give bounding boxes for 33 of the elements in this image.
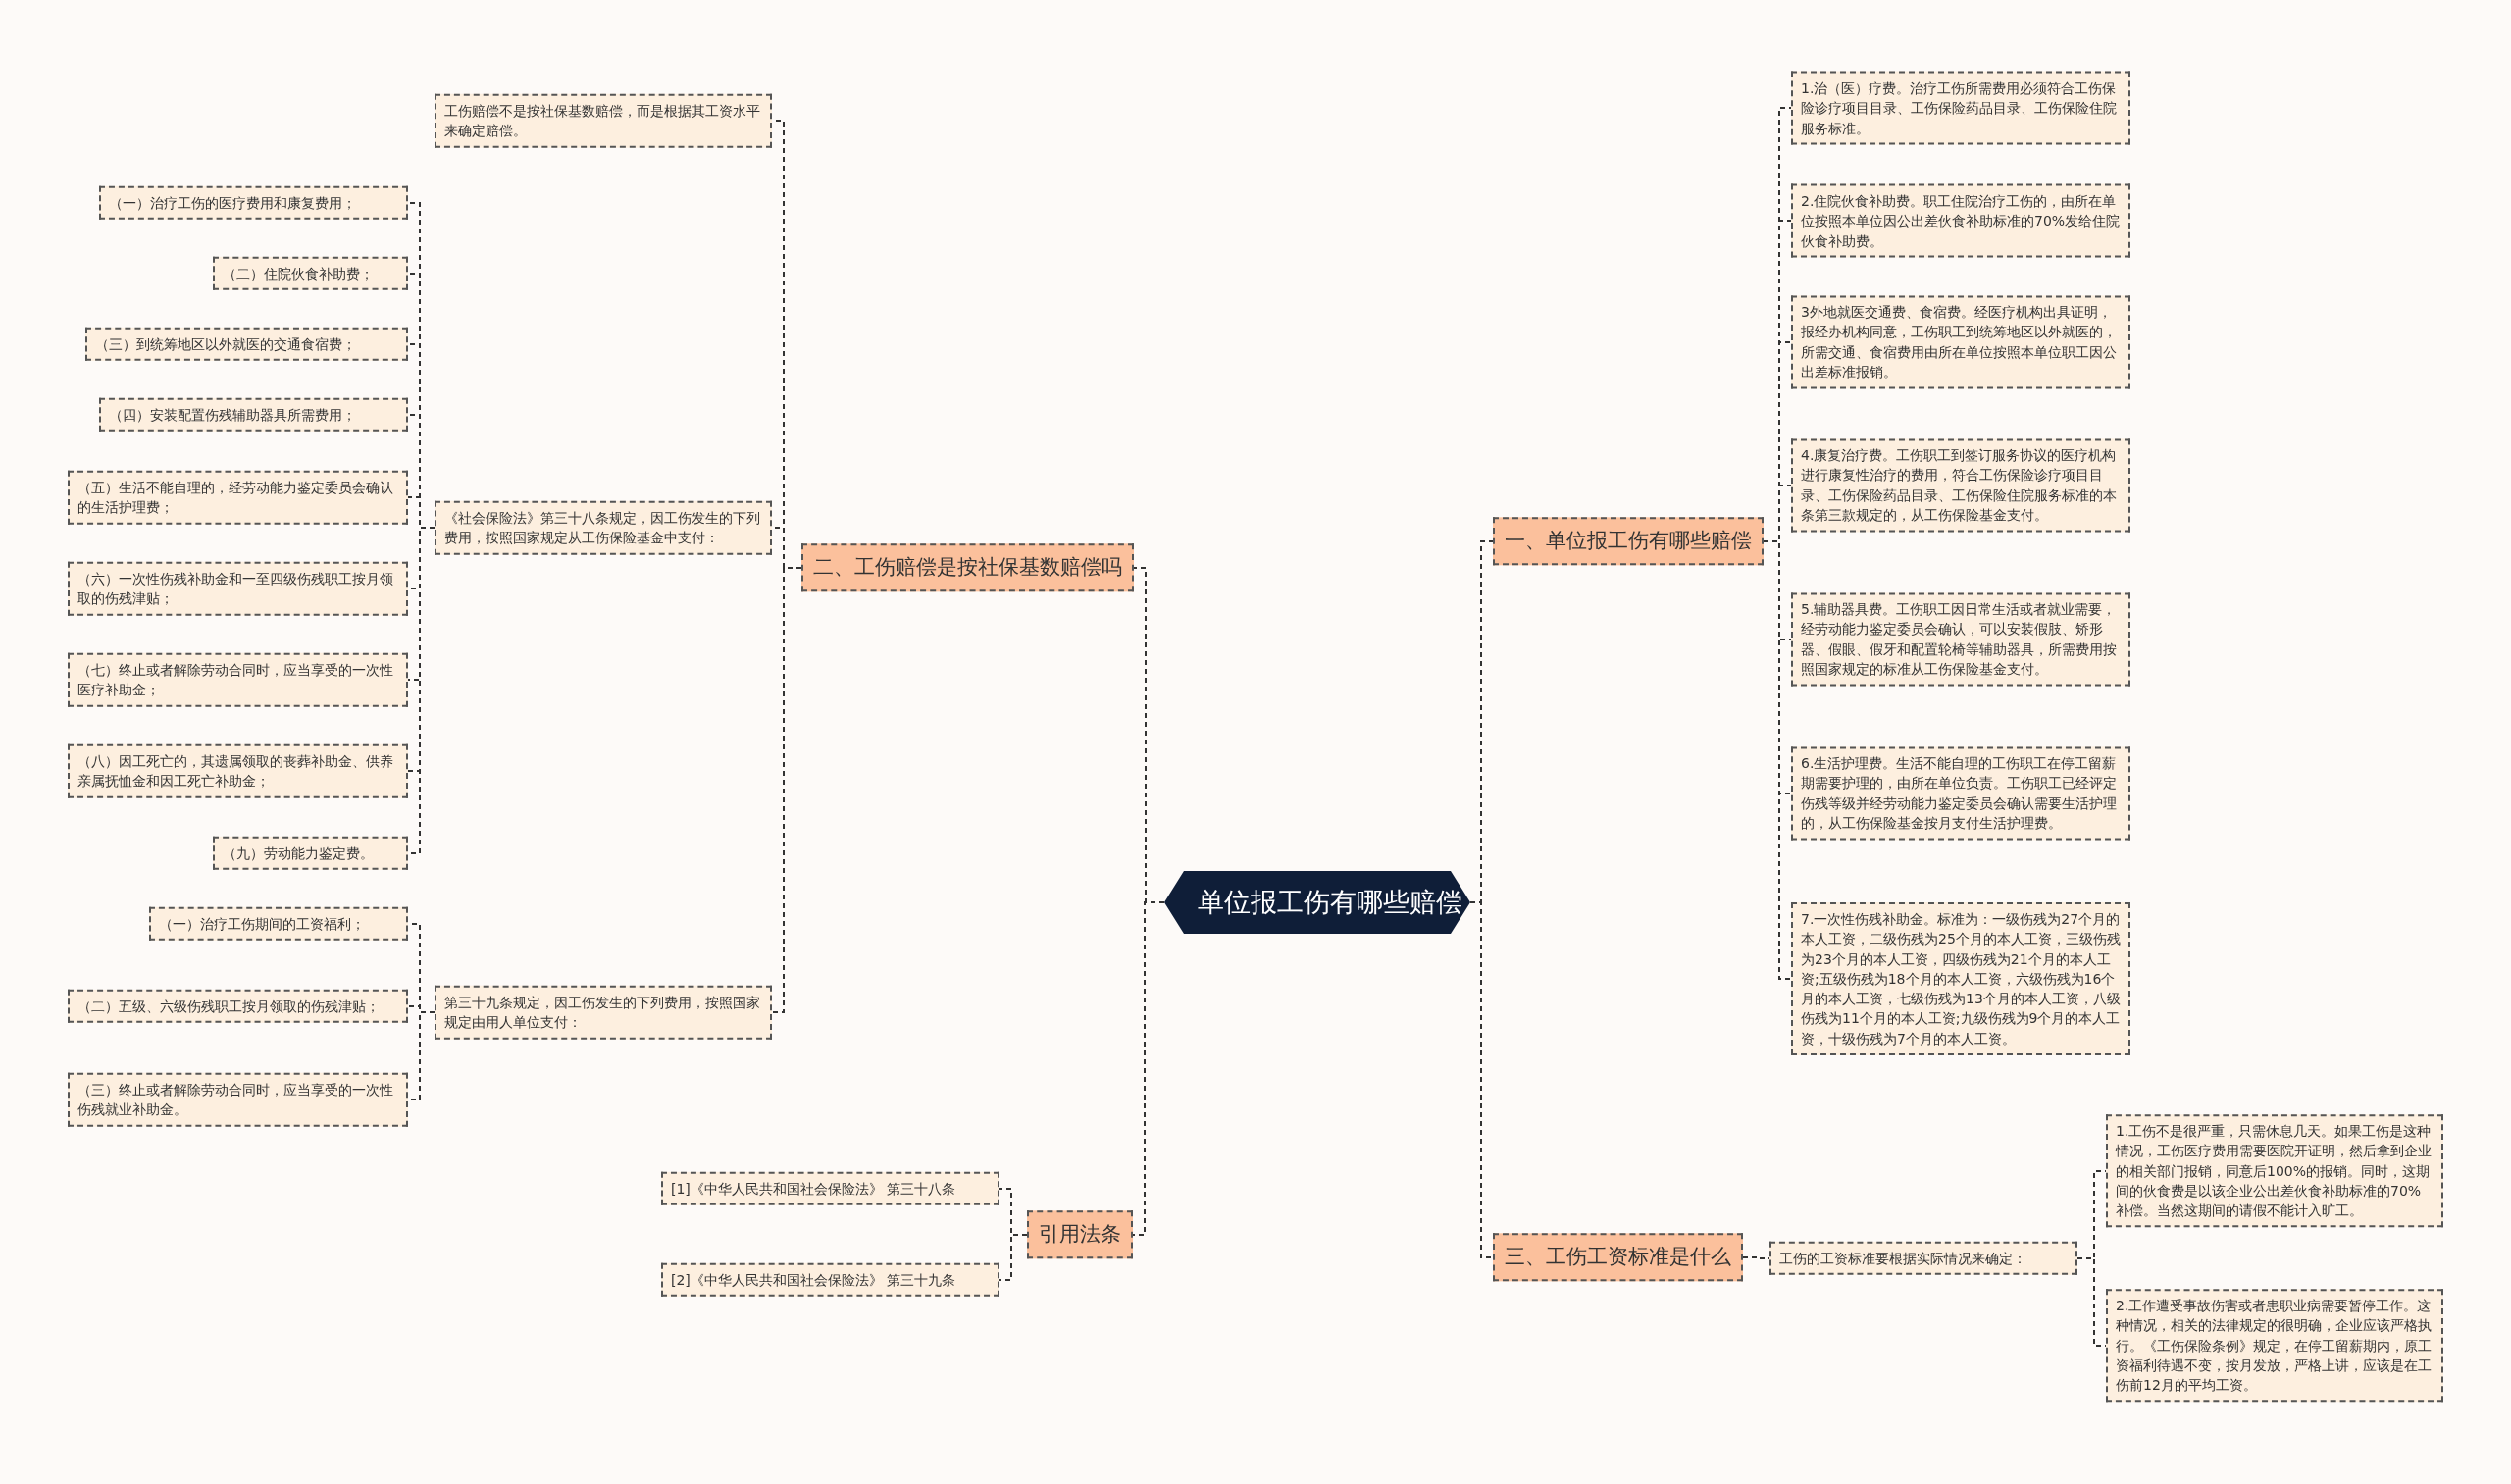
note-box: 第三十九条规定，因工伤发生的下列费用，按照国家规定由用人单位支付：	[435, 985, 772, 1040]
note-box: [1]《中华人民共和国社会保险法》 第三十八条	[661, 1171, 999, 1206]
note-box: 1.治（医）疗费。治疗工伤所需费用必须符合工伤保险诊疗项目目录、工伤保险药品目录、工伤保险住院服务标准。	[1791, 71, 2130, 145]
note-box: [2]《中华人民共和国社会保险法》 第三十九条	[661, 1262, 999, 1298]
topic-box: 一、单位报工伤有哪些赔偿	[1493, 517, 1764, 566]
topic-box: 二、工伤赔偿是按社保基数赔偿吗	[801, 543, 1134, 592]
note-box: （八）因工死亡的，其遗属领取的丧葬补助金、供养亲属抚恤金和因工死亡补助金；	[68, 743, 408, 798]
note-box: 4.康复治疗费。工伤职工到签订服务协议的医疗机构进行康复性治疗的费用，符合工伤保险诊疗项目目录、工伤保险药品目录、工伤保险住院服务标准的本条第三款规定的，从工伤保险基金支付。	[1791, 438, 2130, 533]
note-box: 6.生活护理费。生活不能自理的工伤职工在停工留薪期需要护理的，由所在单位负责。工伤职工已经评定伤残等级并经劳动能力鉴定委员会确认需要生活护理的，从工伤保险基金按月支付生活护理费。	[1791, 746, 2130, 841]
note-box: （六）一次性伤残补助金和一至四级伤残职工按月领取的伤残津贴；	[68, 561, 408, 616]
note-box: 《社会保险法》第三十八条规定，因工伤发生的下列费用，按照国家规定从工伤保险基金中支付：	[435, 500, 772, 555]
note-box: 5.辅助器具费。工伤职工因日常生活或者就业需要，经劳动能力鉴定委员会确认，可以安装假肢、矫形器、假眼、假牙和配置轮椅等辅助器具，所需费用按照国家规定的标准从工伤保险基金支付。	[1791, 592, 2130, 687]
note-box: 工伤赔偿不是按社保基数赔偿，而是根据其工资水平来确定赔偿。	[435, 93, 772, 148]
note-box: 2.工作遭受事故伤害或者患职业病需要暂停工作。这种情况，相关的法律规定的很明确，企业应该严格执行。《工伤保险条例》规定，在停工留薪期内，原工资福利待遇不变，按月发放，严格上讲，应该是在工伤前12月的平均工资。	[2106, 1289, 2443, 1403]
note-box: 1.工伤不是很严重，只需休息几天。如果工伤是这种情况，工伤医疗费用需要医院开证明，然后拿到企业的相关部门报销，同意后100%的报销。同时，这期间的伙食费是以该企业公出差伙食补助标准的70%补偿。当然这期间的请假不能计入旷工。	[2106, 1114, 2443, 1228]
note-box: 3外地就医交通费、食宿费。经医疗机构出具证明，报经办机构同意，工伤职工到统筹地区以外就医的，所需交通、食宿费用由所在单位按照本单位职工因公出差标准报销。	[1791, 295, 2130, 389]
note-box: （四）安装配置伤残辅助器具所需费用；	[99, 397, 408, 433]
note-box: 工伤的工资标准要根据实际情况来确定：	[1769, 1241, 2077, 1276]
note-box: 7.一次性伤残补助金。标准为：一级伤残为27个月的本人工资，二级伤残为25个月的本人工资，三级伤残为23个月的本人工资，四级伤残为21个月的本人工资;五级伤残为18个月的本人工资，六级伤残为16个月的本人工资，七级伤残为13个月的本人工资，八级伤残为11个月的本人工资;九级伤残为9个月的本人工资，十级伤残为7个月的本人工资。	[1791, 901, 2130, 1056]
note-box: （七）终止或者解除劳动合同时，应当享受的一次性医疗补助金；	[68, 652, 408, 707]
note-box: （一）治疗工伤的医疗费用和康复费用；	[99, 185, 408, 221]
central-topic: 单位报工伤有哪些赔偿	[1164, 871, 1470, 934]
note-box: （九）劳动能力鉴定费。	[213, 836, 408, 871]
note-box: （二）五级、六级伤残职工按月领取的伤残津贴；	[68, 989, 408, 1024]
note-box: （三）终止或者解除劳动合同时，应当享受的一次性伤残就业补助金。	[68, 1072, 408, 1127]
topic-box: 引用法条	[1027, 1210, 1133, 1259]
note-box: （三）到统筹地区以外就医的交通食宿费；	[85, 327, 408, 362]
note-box: （一）治疗工伤期间的工资福利；	[149, 906, 408, 942]
topic-box: 三、工伤工资标准是什么	[1493, 1233, 1743, 1282]
note-box: （五）生活不能自理的，经劳动能力鉴定委员会确认的生活护理费；	[68, 470, 408, 525]
note-box: （二）住院伙食补助费；	[213, 256, 408, 291]
note-box: 2.住院伙食补助费。职工住院治疗工伤的，由所在单位按照本单位因公出差伙食补助标准的70%发给住院伙食补助费。	[1791, 183, 2130, 258]
connector	[999, 1234, 1028, 1281]
